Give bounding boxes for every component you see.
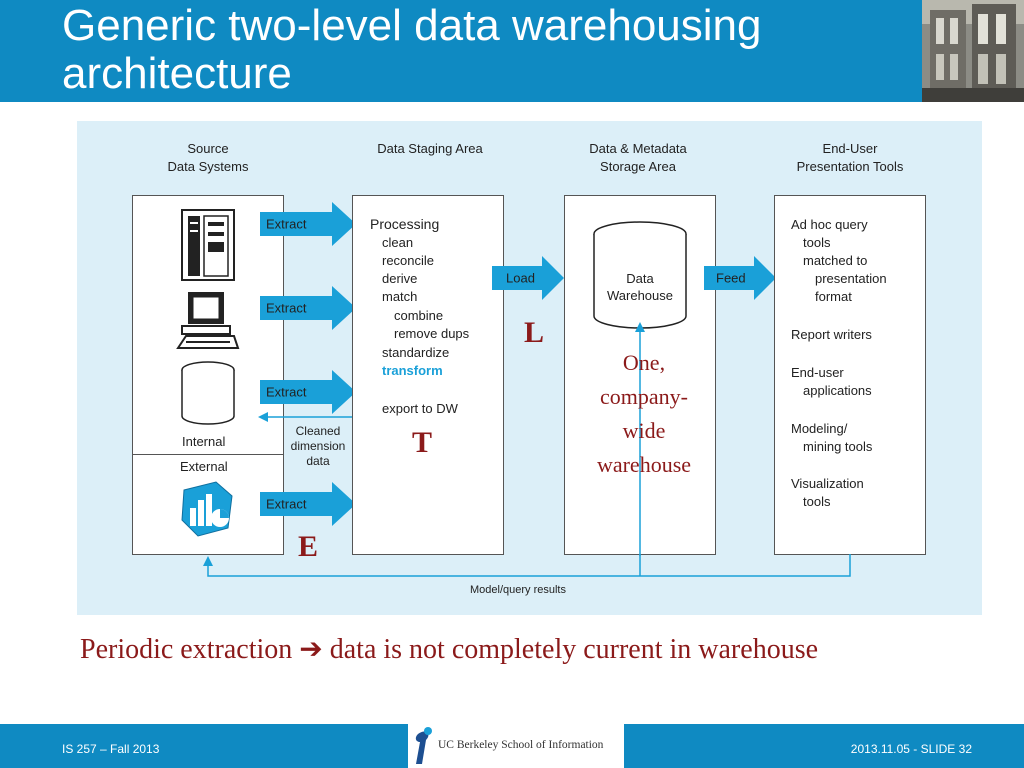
load-arrow: Load	[492, 256, 564, 300]
caption-left: Periodic extraction	[80, 634, 293, 665]
column-header-line: Data Systems	[167, 159, 249, 174]
source-divider	[133, 454, 283, 455]
data-warehouse-cylinder-icon	[593, 221, 687, 329]
slide-header: Generic two-level data warehousing archi…	[0, 0, 1024, 102]
cleaned-label-line: data	[306, 454, 330, 468]
step-combine: combine	[394, 308, 444, 323]
extract-label: Extract	[266, 216, 307, 232]
warehouse-to-results-line	[635, 322, 645, 556]
tool-line: applications	[803, 383, 872, 398]
note-line: wide	[622, 418, 666, 443]
letter-t: T	[412, 426, 433, 459]
cleaned-dimension-data-label: Cleaned dimension data	[286, 424, 350, 469]
column-header-enduser: End-User Presentation Tools	[770, 140, 930, 176]
step-remove-dups: remove dups	[394, 326, 470, 341]
enduser-tools-box	[774, 195, 926, 555]
tool-line: Ad hoc query	[791, 217, 868, 232]
school-logo: UC Berkeley School of Information	[408, 724, 624, 768]
tool-report-writers: Report writers	[791, 327, 872, 342]
external-data-chart-icon	[181, 481, 233, 537]
step-clean: clean	[382, 235, 414, 250]
step-match: match	[382, 289, 418, 304]
course-label: IS 257 – Fall 2013	[62, 742, 160, 756]
tool-line: tools	[803, 494, 831, 509]
model-query-results-label: Model/query results	[470, 584, 566, 596]
tool-line: Visualization	[791, 476, 864, 491]
column-header-line: End-User	[822, 141, 878, 156]
load-label: Load	[506, 270, 535, 286]
extract-arrow-4: Extract	[260, 482, 356, 526]
cleaned-data-back-arrow	[258, 412, 354, 422]
extract-arrow-3: Extract	[260, 370, 356, 414]
column-header-line: Presentation Tools	[796, 159, 904, 174]
note-line: warehouse	[596, 452, 692, 477]
tool-line: matched to	[803, 253, 868, 268]
cleaned-label-line: dimension	[290, 439, 346, 453]
data-warehouse-label: Data Warehouse	[591, 270, 689, 304]
letter-e: E	[298, 530, 319, 563]
warehouse-label-line: Data	[626, 271, 654, 286]
column-header-staging: Data Staging Area	[352, 140, 508, 158]
caption-arrow-icon: ➔	[299, 634, 323, 665]
column-header-source: Source Data Systems	[150, 140, 266, 176]
column-header-line: Data & Metadata	[589, 141, 687, 156]
note-line: One,	[622, 350, 666, 375]
internal-label: Internal	[182, 434, 226, 449]
feed-label: Feed	[716, 270, 746, 286]
column-header-line: Source	[187, 141, 229, 156]
column-header-line: Storage Area	[600, 159, 676, 174]
cleaned-label-line: Cleaned	[295, 424, 341, 438]
tool-ad-hoc-query: Ad hoc query tools matched to presentati…	[791, 216, 887, 306]
slide-title: Generic two-level data warehousing archi…	[62, 1, 762, 98]
step-export-to-dw: export to DW	[382, 401, 458, 416]
i-school-logo-icon	[415, 727, 432, 764]
extract-label: Extract	[266, 496, 307, 512]
extract-label: Extract	[266, 300, 307, 316]
letter-l: L	[524, 316, 545, 349]
step-standardize: standardize	[382, 345, 450, 360]
tool-line: End-user	[791, 365, 844, 380]
feed-arrow: Feed	[704, 256, 776, 300]
step-reconcile: reconcile	[382, 253, 435, 268]
tool-end-user-applications: End-user applications	[791, 364, 872, 400]
staging-area-box	[352, 195, 504, 555]
database-cylinder-icon	[181, 361, 235, 425]
one-company-wide-warehouse-note: One, company- wide warehouse	[578, 346, 710, 482]
slide-number: 2013.11.05 - SLIDE 32	[850, 742, 972, 756]
caption-right: data is not completely current in wareho…	[329, 634, 819, 665]
tool-modeling-mining: Modeling/ mining tools	[791, 420, 872, 456]
step-derive: derive	[382, 271, 418, 286]
note-line: company-	[600, 384, 688, 409]
external-label: External	[180, 459, 228, 474]
column-header-storage: Data & Metadata Storage Area	[560, 140, 716, 176]
school-name: UC Berkeley School of Information	[438, 739, 604, 751]
extract-label: Extract	[266, 384, 307, 400]
tool-line: format	[815, 289, 852, 304]
warehouse-label-line: Warehouse	[607, 288, 673, 303]
tool-line: tools	[803, 235, 831, 250]
tool-visualization: Visualization tools	[791, 475, 864, 511]
desktop-computer-icon	[176, 292, 240, 349]
column-header-line: Data Staging Area	[377, 141, 483, 156]
step-transform: transform	[382, 363, 443, 378]
tool-line: mining tools	[803, 439, 873, 454]
campus-building-photo	[922, 0, 1024, 102]
extract-arrow-2: Extract	[260, 286, 356, 330]
mainframe-icon	[181, 209, 235, 281]
tool-line: presentation	[815, 271, 887, 286]
processing-heading: Processing	[370, 216, 440, 232]
extract-arrow-1: Extract	[260, 202, 356, 246]
periodic-extraction-caption: Periodic extraction ➔ data is not comple…	[80, 632, 818, 666]
model-query-results-loop	[203, 554, 851, 577]
tool-line: Modeling/	[791, 421, 848, 436]
